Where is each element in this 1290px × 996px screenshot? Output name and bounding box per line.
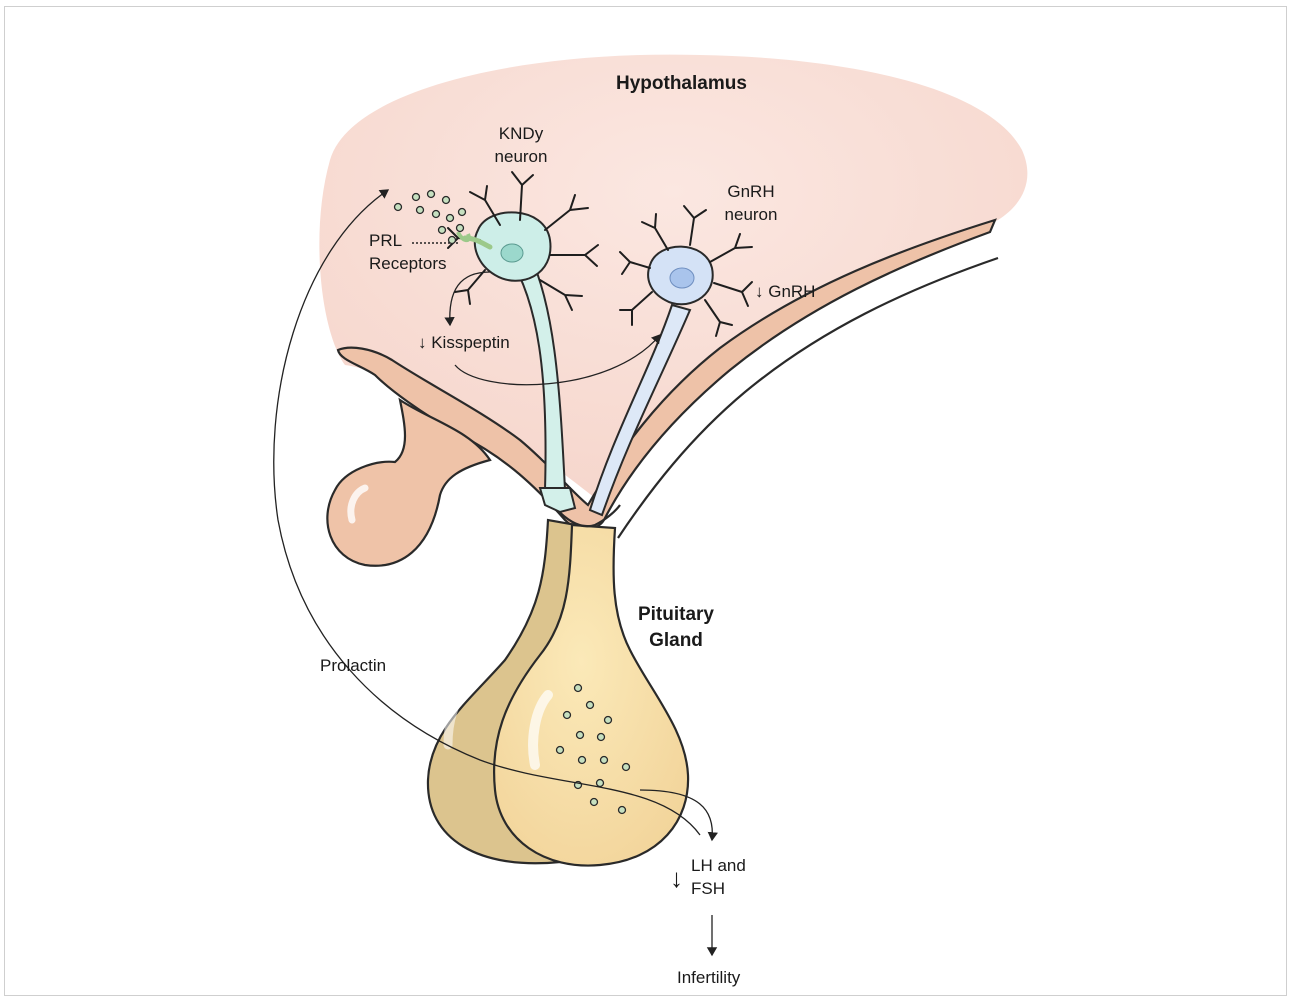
kndy-label-line1: KNDy bbox=[486, 122, 556, 145]
prl-label-line2: Receptors bbox=[369, 252, 446, 275]
lh-label-line1: LH and bbox=[691, 854, 746, 877]
gnrh-label-line2: neuron bbox=[716, 203, 786, 226]
kndy-label-line2: neuron bbox=[486, 145, 556, 168]
gnrh-label-line1: GnRH bbox=[716, 180, 786, 203]
prl-label-line1: PRL bbox=[369, 229, 446, 252]
pituitary-label-line1: Pituitary bbox=[626, 602, 726, 628]
lh-fsh-label: LH and FSH bbox=[691, 854, 746, 900]
lh-fsh-down-arrow: ↓ bbox=[670, 855, 683, 901]
lh-label-line2: FSH bbox=[691, 877, 746, 900]
gnrh-decrease-label: ↓ GnRH bbox=[755, 280, 815, 303]
prl-receptors-label: PRL Receptors bbox=[369, 229, 446, 275]
kndy-neuron-label: KNDy neuron bbox=[486, 122, 556, 168]
prolactin-label: Prolactin bbox=[320, 654, 386, 677]
hypothalamus-title: Hypothalamus bbox=[616, 71, 747, 97]
pituitary-front-lobe bbox=[494, 525, 688, 866]
gnrh-neuron-label: GnRH neuron bbox=[716, 180, 786, 226]
pituitary-gland-label: Pituitary Gland bbox=[626, 602, 726, 654]
kisspeptin-label: ↓ Kisspeptin bbox=[418, 331, 510, 354]
pituitary-label-line2: Gland bbox=[626, 628, 726, 654]
